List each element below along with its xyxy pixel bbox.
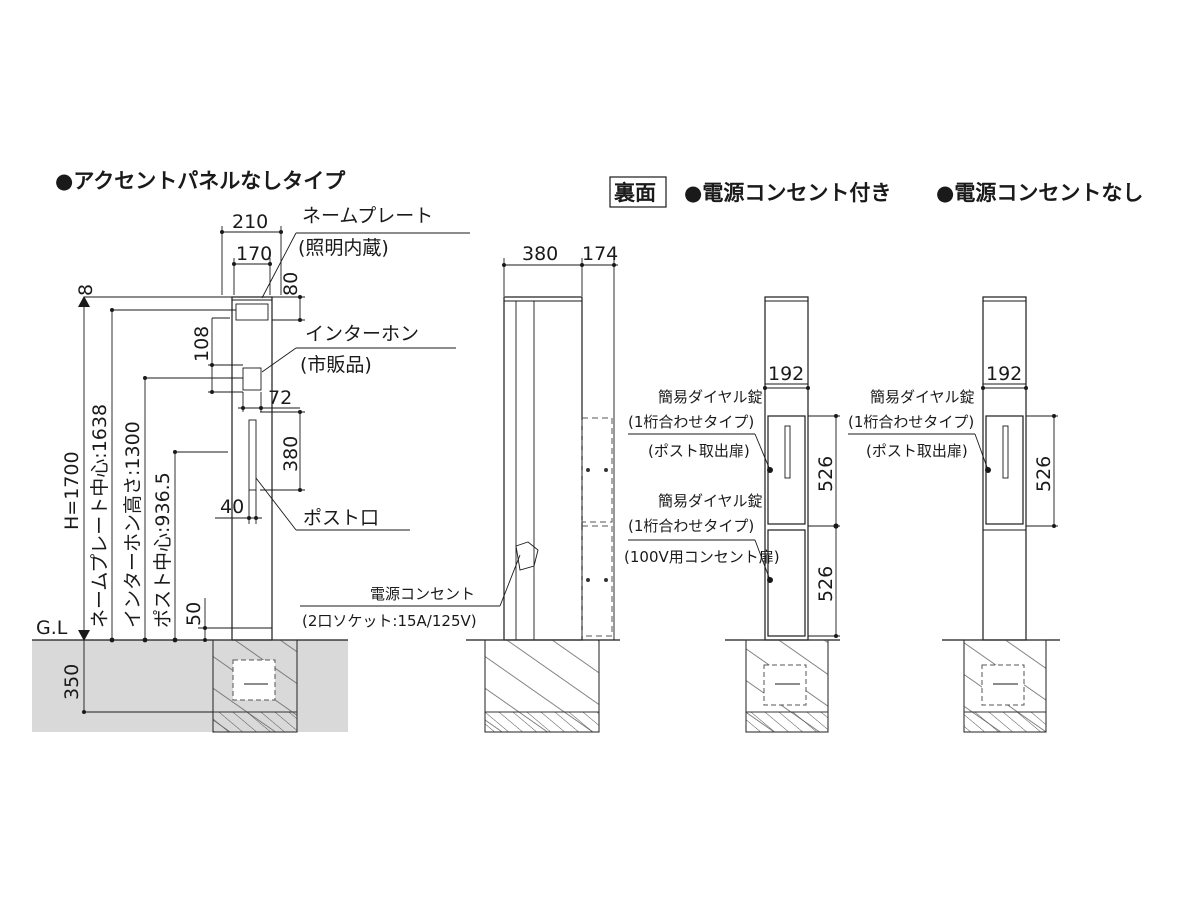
back-tag-box [609,176,667,208]
post-slot [248,419,257,491]
label-outlet-sub: (2口ソケット:15A/125V) [302,612,477,630]
ground-line-label: G.L [36,617,68,639]
front-view: 210 170 8 80 ネームプレート (照明内蔵) 108 インターホン (… [36,205,470,733]
dim-post-center: ポスト中心:936.5 [152,472,174,628]
header-without-outlet: ●電源コンセントなし [936,181,1143,205]
header-with-outlet: ●電源コンセント付き [684,181,891,205]
label-intercom: インターホン [305,323,419,345]
dim-nameplate-height: 80 [280,272,302,296]
label-post-slot: ポスト口 [303,507,379,529]
lock2-title: 簡易ダイヤル錠 [658,492,763,510]
post-body [231,296,273,641]
dim-post-slot-width: 40 [220,496,244,518]
back-view-with-outlet: 192 526 526 簡易ダイヤル錠 (1桁合わせタイプ) (ポスト取出扉) … [624,296,840,733]
label-intercom-sub: (市販品) [300,354,372,376]
dim-back-width-2: 192 [986,363,1022,385]
header-back-tag: 裏面 [613,181,656,205]
dim-side-extra: 174 [582,243,618,265]
post-door-2 [985,415,1024,525]
door-outline-upper [581,417,613,523]
lock3-title: 簡易ダイヤル錠 [870,388,975,406]
door-outline-lower [581,525,613,637]
dim-width-inner: 170 [236,243,272,265]
dim-back-width-1: 192 [768,363,804,385]
lock1-door: (ポスト取出扉) [648,442,750,460]
lock2-type: (1桁合わせタイプ) [628,517,754,535]
dim-bottom: 50 [183,602,205,626]
back-view-without-outlet: 192 526 簡易ダイヤル錠 (1桁合わせタイプ) (ポスト取出扉) [848,296,1060,733]
lock3-door: (ポスト取出扉) [866,442,968,460]
outlet-door [767,529,806,637]
dim-intercom-height-total: インターホン高さ:1300 [122,421,144,628]
dim-top-gap: 8 [75,284,97,296]
dim-side-depth: 380 [522,243,558,265]
dim-post-slot-height: 380 [280,436,302,472]
nameplate-window [235,303,269,321]
dim-door-upper: 526 [815,456,837,492]
dim-door-lower: 526 [815,566,837,602]
dim-door-2: 526 [1033,456,1055,492]
dim-nameplate-center: ネームプレート中心:1638 [89,404,111,628]
dim-ground-depth: 350 [61,664,83,700]
dim-intercom-width: 72 [268,387,292,409]
lock2-door: (100V用コンセント扉) [624,548,780,566]
post-door-1 [767,415,806,525]
dim-intercom-height: 108 [191,326,213,362]
label-outlet: 電源コンセント [370,585,475,603]
lock1-type: (1桁合わせタイプ) [628,413,754,431]
dim-width-total: 210 [232,211,268,233]
header-accent-panel-none: ●アクセントパネルなしタイプ [55,169,346,193]
lock1-title: 簡易ダイヤル錠 [658,388,763,406]
dim-height-total: H=1700 [61,451,83,530]
label-nameplate: ネームプレート [302,205,433,227]
label-nameplate-sub: (照明内蔵) [298,237,389,259]
outlet-shape [515,541,539,571]
intercom-box [242,367,262,391]
side-view: 380 174 電源コンセント (2口ソケット:15A/125V) [300,243,620,733]
lock3-type: (1桁合わせタイプ) [848,413,974,431]
